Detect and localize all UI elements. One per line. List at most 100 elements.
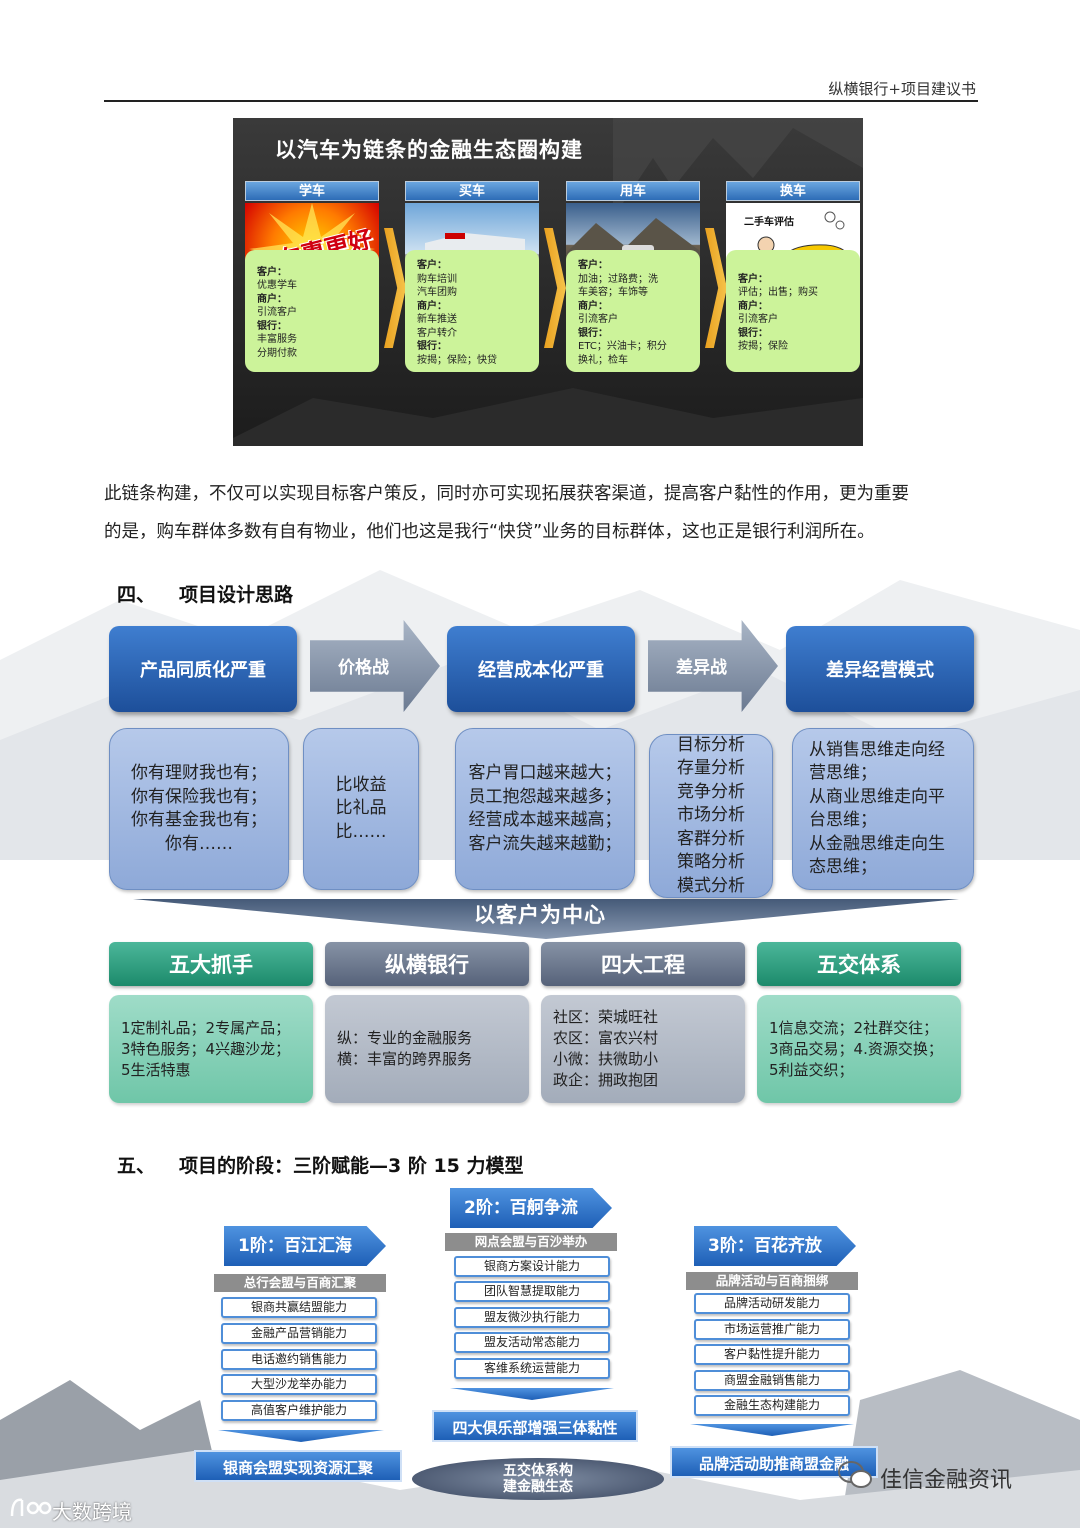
header-divider — [104, 100, 978, 102]
section4-number: 四、 — [117, 584, 156, 606]
level-body-five-handles: 1定制礼品；2专属产品； 3特色服务；4兴趣沙龙； 5生活特惠 — [109, 995, 313, 1103]
banner-background-art — [233, 118, 863, 446]
level-body-zongheng-bank: 纵：专业的金融服务 横：丰富的跨界服务 — [325, 995, 529, 1103]
use-info-box: 客户： 加油；过路费；洗车美容；车饰等商户： 引流客户银行： ETC；兴油卡；积分换礼… — [566, 250, 700, 372]
info-line: 车美容；车饰等 — [578, 287, 648, 298]
banner-title: 以汽车为链条的金融生态圈构建 — [275, 138, 583, 162]
info-line: 银行： — [257, 320, 287, 332]
stage1-ability: 电话邀约销售能力 — [221, 1349, 377, 1370]
info-line: 客户转介 — [417, 327, 457, 339]
buy-info-box: 客户：购车培训汽车团购商户：新车推送客户转介银行：按揭；保险；快贷 — [405, 250, 539, 372]
stage3-ability: 客户黏性提升能力 — [694, 1344, 850, 1365]
stage1-subtitle: 总行会盟与百商汇聚 — [214, 1274, 386, 1292]
stage2-ability: 银商方案设计能力 — [454, 1256, 610, 1277]
stage3-ability: 商盟金融销售能力 — [694, 1370, 850, 1391]
column-head: 买车 — [405, 181, 539, 201]
box-cost-detail: 客户胃口越来越大； 员工抱怨越来越多； 经营成本越来越高； 客户流失越来越勤； — [455, 728, 635, 890]
info-line: 汽车团购 — [417, 287, 457, 298]
stage2-ability: 客维系统运营能力 — [454, 1358, 610, 1379]
stage2-ability: 盟友微沙执行能力 — [454, 1307, 610, 1328]
info-line: 商户： — [417, 300, 447, 312]
paragraph-line: 此链条构建，不仅可以实现目标客户策反，同时亦可实现拓展获客渠道，提高客户黏性的作… — [104, 484, 909, 504]
info-line: ETC；兴油卡；积分 — [578, 341, 667, 352]
top-card-operating-cost: 经营成本化严重 — [447, 626, 635, 712]
level-head-four-projects: 四大工程 — [541, 942, 745, 986]
section4-heading: 项目设计思路 — [179, 584, 294, 606]
watermark-jiaxin-finance: 佳信金融资讯 — [880, 1468, 1013, 1493]
learn-info-box: 客户： 优惠学车商户： 引流客户银行： 丰富服务分期付款 — [245, 250, 379, 372]
info-line: 银行： — [738, 327, 768, 339]
column-head: 换车 — [726, 181, 860, 201]
stage2-subtitle: 网点会盟与百沙举办 — [445, 1233, 617, 1251]
level-text: 1定制礼品；2专属产品； 3特色服务；4兴趣沙龙； 5生活特惠 — [121, 1018, 291, 1079]
stage1-ability: 大型沙龙举办能力 — [221, 1374, 377, 1395]
box-text: 从销售思维走向经 营思维； 从商业思维走向平 台思维； 从金融思维走向生 态思维… — [809, 739, 945, 878]
info-line: 分期付款 — [257, 347, 297, 359]
stage1-ability: 金融产品营销能力 — [221, 1323, 377, 1344]
info-line: 商户： — [578, 300, 608, 312]
info-line: 商户： — [257, 293, 287, 305]
box-text: 比收益 比礼品 比…… — [335, 774, 387, 842]
body-paragraph: 此链条构建，不仅可以实现目标客户策反，同时亦可实现拓展获客渠道，提高客户黏性的作… — [104, 475, 984, 551]
info-line: 加油；过路费；洗 — [578, 273, 658, 285]
info-line: 购车培训 — [417, 273, 457, 285]
info-line: 客户： — [578, 260, 608, 271]
info-line: 优惠学车 — [257, 280, 297, 292]
box-thinking-shift: 从销售思维走向经 营思维； 从商业思维走向平 台思维； 从金融思维走向生 态思维… — [792, 728, 974, 890]
ellipse-text: 五交体系构 建金融生态 — [503, 1463, 573, 1495]
info-line: 客户： — [257, 266, 287, 278]
box-text: 目标分析 存量分析 竞争分析 市场分析 客群分析 策略分析 模式分析 — [677, 734, 745, 896]
column-head: 用车 — [566, 181, 700, 201]
document-header-title: 纵横银行+项目建议书 — [828, 80, 976, 98]
info-line: 丰富服务 — [257, 334, 297, 346]
appraisal-caption: 二手车评估 — [744, 217, 794, 228]
stage1-outcome: 银商会盟实现资源汇聚 — [194, 1450, 402, 1482]
info-line: 银行： — [578, 327, 608, 339]
level-text: 1信息交流；2社群交往； 3商品交易；4.资源交换； 5利益交织； — [769, 1018, 943, 1079]
level-body-four-projects: 社区：荣城旺社 农区：富农兴村 小微：扶微助小 政企：拥政抱团 — [541, 995, 745, 1103]
stage3-outcome: 品牌活动助推商盟金融 — [670, 1446, 878, 1478]
customer-center-label: 以客户为中心 — [474, 903, 606, 927]
info-line: 按揭；保险；快贷 — [417, 354, 497, 366]
wechat-icon — [838, 1460, 872, 1490]
info-line: 客户： — [738, 273, 768, 285]
info-line: 换礼；检车 — [578, 354, 628, 366]
section5-heading: 项目的阶段：三阶赋能—3 阶 15 力模型 — [179, 1155, 524, 1177]
stage3-title-arrow: 3阶：百花齐放 — [694, 1226, 856, 1266]
top-card-differentiated-model: 差异经营模式 — [786, 626, 974, 712]
level-body-five-exchange: 1信息交流；2社群交往； 3商品交易；4.资源交换； 5利益交织； — [757, 995, 961, 1103]
level-text: 纵：专业的金融服务 横：丰富的跨界服务 — [337, 1029, 473, 1068]
info-line: 引流客户 — [257, 307, 297, 319]
box-analysis-list: 目标分析 存量分析 竞争分析 市场分析 客群分析 策略分析 模式分析 — [649, 734, 773, 898]
watermark-dashu-kuajing: 大数跨境 — [52, 1500, 132, 1524]
stage3-ability: 品牌活动研发能力 — [694, 1293, 850, 1314]
info-line: 引流客户 — [738, 314, 778, 325]
top-card-homogeneous-products: 产品同质化严重 — [109, 626, 297, 712]
box-text: 你有理财我也有； 你有保险我也有； 你有基金我也有； 你有…… — [131, 763, 267, 854]
box-homogeneous-detail: 你有理财我也有； 你有保险我也有； 你有基金我也有； 你有…… — [109, 728, 289, 890]
trade-in-info-box: 客户： 评估；出售；购买商户： 引流客户银行： 按揭；保险 — [726, 250, 860, 372]
info-line: 评估；出售；购买 — [738, 287, 818, 298]
section5-number: 五、 — [117, 1155, 156, 1177]
level-head-zongheng-bank: 纵横银行 — [325, 942, 529, 986]
car-ecosystem-banner: 以汽车为链条的金融生态圈构建 学车 学车惠更好 客户：优惠学车商户：引流客户银行… — [233, 118, 863, 446]
level-text: 社区：荣城旺社 农区：富农兴村 小微：扶微助小 政企：拥政抱团 — [553, 1008, 659, 1089]
level-head-five-handles: 五大抓手 — [109, 942, 313, 986]
mountain-background-lower — [0, 1370, 1080, 1528]
stage2-ability: 盟友活动常态能力 — [454, 1332, 610, 1353]
level-head-five-exchange: 五交体系 — [757, 942, 961, 986]
info-line: 引流客户 — [578, 314, 618, 325]
stage3-subtitle: 品牌活动与百商捆绑 — [686, 1272, 858, 1290]
column-head: 学车 — [245, 181, 379, 201]
box-price-war-detail: 比收益 比礼品 比…… — [303, 728, 419, 890]
info-line: 商户： — [738, 300, 768, 312]
stage1-ability: 高值客户维护能力 — [221, 1400, 377, 1421]
five-exchange-ecosystem-ellipse: 五交体系构 建金融生态 — [412, 1458, 664, 1500]
stage3-ability: 金融生态构建能力 — [694, 1395, 850, 1416]
stage3-ability: 市场运营推广能力 — [694, 1319, 850, 1340]
info-line: 银行： — [417, 341, 447, 352]
box-text: 客户胃口越来越大； 员工抱怨越来越多； 经营成本越来越高； 客户流失越来越勤； — [468, 763, 622, 854]
stage1-title-arrow: 1阶：百江汇海 — [224, 1226, 386, 1266]
stage2-ability: 团队智慧提取能力 — [454, 1281, 610, 1302]
info-line: 按揭；保险 — [738, 341, 788, 352]
